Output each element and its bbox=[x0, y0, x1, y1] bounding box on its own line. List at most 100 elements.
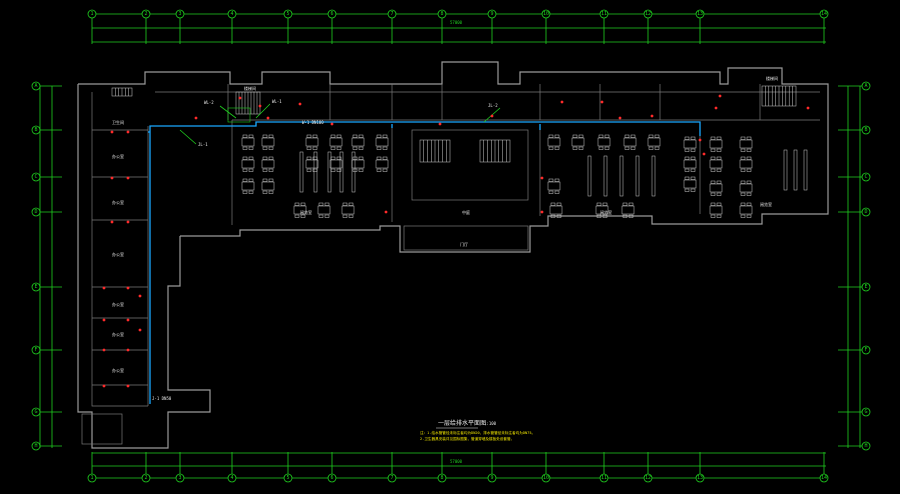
chair bbox=[690, 148, 696, 152]
chair bbox=[556, 214, 562, 218]
stairs bbox=[111, 85, 797, 163]
axis-bubble-circle bbox=[141, 473, 151, 483]
overall-dimension-bottom: 57000 bbox=[450, 459, 463, 464]
fixture-marker bbox=[490, 114, 494, 118]
axis-bubble-label: H bbox=[864, 443, 867, 449]
table bbox=[317, 205, 331, 215]
chair bbox=[306, 146, 312, 150]
axis-bubble-circle bbox=[695, 9, 705, 19]
chair bbox=[684, 168, 690, 172]
fixture-marker bbox=[330, 122, 334, 126]
fixture-marker bbox=[126, 130, 130, 134]
table-set bbox=[709, 180, 723, 196]
axis-bubble-label: 10 bbox=[543, 475, 549, 481]
fixture-marker bbox=[718, 94, 722, 98]
axis-bubble: 13 bbox=[695, 9, 705, 19]
axis-bubble-label: A bbox=[34, 83, 37, 89]
axis-bubble-label: G bbox=[34, 409, 37, 415]
axis-bubble-circle bbox=[31, 172, 41, 182]
table bbox=[683, 139, 697, 149]
axis-bubble-label: 1 bbox=[90, 11, 93, 17]
axis-bubble-label: 11 bbox=[601, 475, 607, 481]
chair bbox=[578, 134, 584, 138]
room-label: 阅览室 bbox=[600, 209, 612, 215]
chair bbox=[324, 202, 330, 206]
fixture-marker bbox=[540, 210, 544, 214]
table bbox=[351, 159, 365, 169]
bookshelf bbox=[635, 155, 640, 197]
axis-bubble: 12 bbox=[643, 9, 653, 19]
axis-bubble: C bbox=[31, 172, 41, 182]
chair bbox=[306, 168, 312, 172]
chair bbox=[654, 134, 660, 138]
table-set bbox=[375, 156, 389, 172]
table-set bbox=[241, 178, 255, 194]
axis-bubble-circle bbox=[31, 207, 41, 217]
fixture-marker bbox=[126, 318, 130, 322]
pipe-label: WL-1 bbox=[272, 99, 282, 104]
axis-bubble-circle bbox=[861, 172, 871, 182]
axis-bubble-label: 6 bbox=[330, 11, 333, 17]
table bbox=[597, 137, 611, 147]
table-set bbox=[547, 178, 561, 194]
furniture bbox=[241, 134, 808, 218]
chair bbox=[294, 202, 300, 206]
chair bbox=[262, 168, 268, 172]
table bbox=[709, 159, 723, 169]
table bbox=[623, 137, 637, 147]
chair bbox=[684, 156, 690, 160]
axis-bubble-circle bbox=[541, 473, 551, 483]
bookshelf bbox=[793, 149, 798, 191]
axis-bubble-label: 8 bbox=[440, 475, 443, 481]
chair bbox=[596, 214, 602, 218]
chair bbox=[554, 146, 560, 150]
axis-bubble-label: 14 bbox=[821, 475, 827, 481]
chair bbox=[306, 156, 312, 160]
axis-bubble-circle bbox=[861, 345, 871, 355]
fixture-marker bbox=[238, 96, 242, 100]
chair bbox=[740, 214, 746, 218]
chair bbox=[690, 176, 696, 180]
table bbox=[647, 137, 661, 147]
table-set bbox=[683, 156, 697, 172]
chair bbox=[548, 134, 554, 138]
chair bbox=[262, 156, 268, 160]
axis-bubble-label: 13 bbox=[697, 475, 703, 481]
stair-run bbox=[761, 85, 797, 107]
chair bbox=[716, 136, 722, 140]
axis-bubble: 4 bbox=[227, 9, 237, 19]
room-label: 门厅 bbox=[460, 241, 468, 247]
fixture-marker bbox=[110, 220, 114, 224]
chair bbox=[312, 134, 318, 138]
axis-bubble: E bbox=[31, 282, 41, 292]
axis-bubble: 4 bbox=[227, 473, 237, 483]
axis-bubble-circle bbox=[283, 9, 293, 19]
fixture-marker bbox=[126, 176, 130, 180]
chair bbox=[596, 202, 602, 206]
axis-bubble-circle bbox=[31, 282, 41, 292]
chair bbox=[622, 202, 628, 206]
bookshelf bbox=[619, 155, 624, 197]
fixture-marker bbox=[618, 116, 622, 120]
axis-bubble-circle bbox=[175, 473, 185, 483]
axis-bubble-circle bbox=[643, 9, 653, 19]
axis-bubble: 2 bbox=[141, 9, 151, 19]
plumbing-fixtures bbox=[102, 94, 810, 388]
chair bbox=[294, 214, 300, 218]
room-label: 办公室 bbox=[112, 153, 124, 159]
axis-bubble: 12 bbox=[643, 473, 653, 483]
axis-bubble-circle bbox=[227, 9, 237, 19]
fixture-marker bbox=[258, 104, 262, 108]
fixture-marker bbox=[298, 102, 302, 106]
chair bbox=[710, 180, 716, 184]
chair bbox=[598, 134, 604, 138]
axis-bubble-circle bbox=[227, 473, 237, 483]
chair bbox=[248, 178, 254, 182]
table-set bbox=[261, 178, 275, 194]
axis-bubble: 7 bbox=[387, 473, 397, 483]
axis-bubble-circle bbox=[861, 207, 871, 217]
table-set bbox=[647, 134, 661, 150]
